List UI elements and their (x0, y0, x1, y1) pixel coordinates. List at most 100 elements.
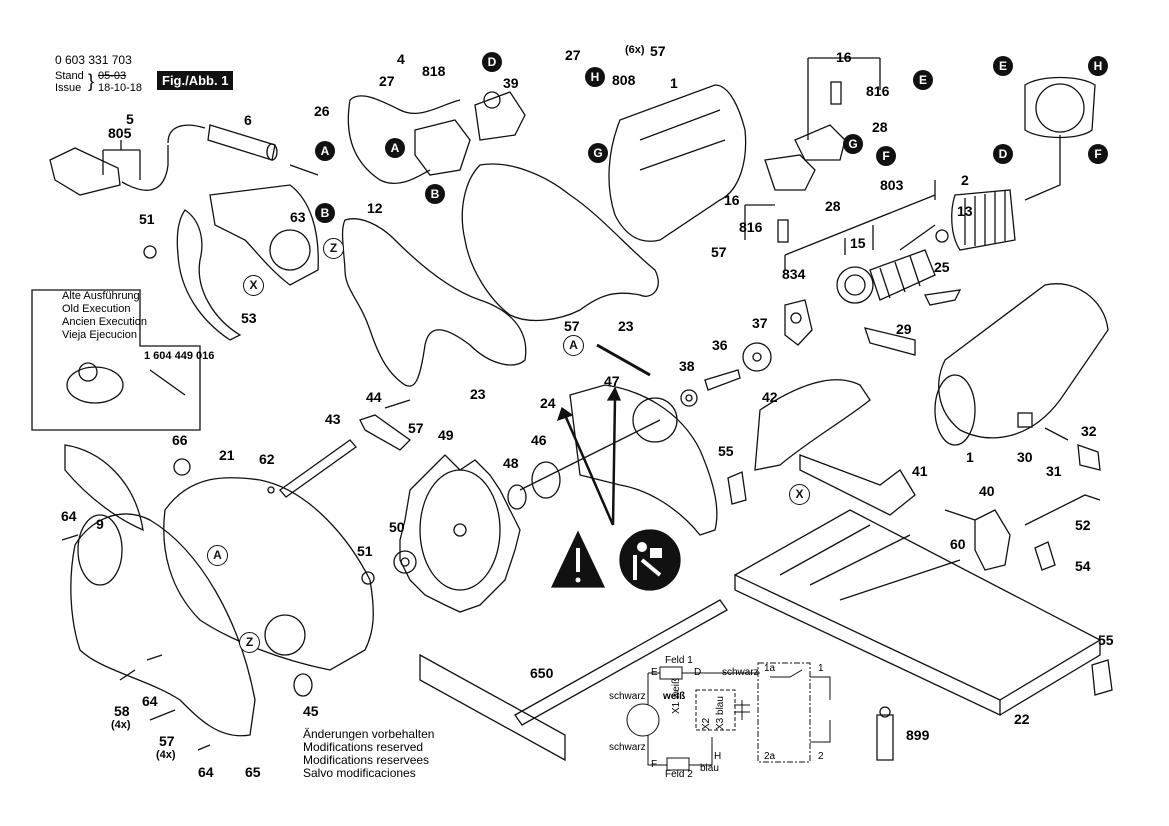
wiring-blau: blau (700, 763, 719, 774)
brush-816a (830, 81, 842, 105)
wiring-schwarz: schwarz (722, 667, 759, 678)
part-label-899: 899 (906, 727, 930, 743)
part-label-62: 62 (259, 451, 275, 467)
part-label-1a: 1 (670, 75, 678, 91)
pin-43 (279, 439, 357, 498)
wiring-weiss: weiß (663, 691, 686, 702)
part-label-5: 5 (126, 111, 134, 127)
bushing-45 (293, 673, 313, 697)
connector-g-bubble: G (843, 134, 863, 154)
knob-55a (727, 471, 747, 505)
depth-clamp-40 (974, 509, 1011, 571)
part-label-6: 6 (244, 112, 252, 128)
connector-a-bubble: A (315, 141, 335, 161)
housing-1-top (608, 84, 747, 242)
reference-x-marker: X (243, 275, 264, 296)
part-number: 0 603 331 703 (55, 53, 132, 67)
part-label-21: 21 (219, 447, 235, 463)
read-manual-icon (619, 529, 681, 591)
part-label-46: 46 (531, 432, 547, 448)
connector-d-bubble: D (482, 52, 502, 72)
part-label-24: 24 (540, 395, 556, 411)
connector-g-bubble: G (588, 143, 608, 163)
part-label-1b: 1 (966, 449, 974, 465)
old-switch-part (66, 366, 124, 404)
shield-65 (70, 513, 256, 737)
part-label-64c: 64 (198, 764, 214, 780)
brace: } (88, 71, 95, 91)
fan-15 (836, 266, 874, 304)
wiring-diagram (626, 662, 831, 771)
part-label-805: 805 (108, 125, 132, 141)
flange-50 (393, 550, 417, 574)
part-label-54: 54 (1075, 558, 1091, 574)
old-execution-text: Alte Ausführung Old Execution Ancien Exe… (62, 290, 147, 341)
part-label-13: 13 (957, 203, 973, 219)
part-label-650: 650 (530, 665, 554, 681)
part-label-834: 834 (782, 266, 806, 282)
wiring-d: D (694, 667, 702, 678)
part-label-41: 41 (912, 463, 928, 479)
wiring-feld1: Feld 1 (665, 655, 693, 666)
part-label-45: 45 (303, 703, 319, 719)
part-label-57b: 57 (711, 244, 727, 260)
guard-63 (209, 184, 319, 286)
ring-46 (531, 461, 561, 499)
part-label-40: 40 (979, 483, 995, 499)
wiring-terminal-1a: 1a (764, 663, 776, 674)
part-label-48: 48 (503, 455, 519, 471)
part-label-57d: 57 (408, 420, 424, 436)
screw-58 (119, 669, 136, 681)
handle-23a (341, 218, 527, 387)
screw-57f (149, 709, 176, 721)
part-label-818: 818 (422, 63, 446, 79)
part-label-25: 25 (934, 259, 950, 275)
guide-fence (419, 653, 566, 762)
shaft-36 (704, 369, 741, 391)
saw-blade-49 (399, 454, 521, 613)
wiring-terminal-2a: 2a (764, 751, 776, 762)
part-label-44: 44 (366, 389, 382, 405)
lever-41 (799, 454, 916, 516)
part-label-55a: 55 (718, 443, 734, 459)
connector-f-bubble: F (876, 146, 896, 166)
connector-h-bubble: H (1088, 56, 1108, 76)
brush-816b (777, 219, 789, 243)
old-date: 05-03 (98, 70, 127, 82)
wiring-terminal-2: 2 (818, 751, 824, 762)
motor-housing-1 (938, 283, 1109, 439)
issue-label: Issue (55, 82, 82, 94)
part-label-12: 12 (367, 200, 383, 216)
washer-62 (267, 486, 275, 494)
part-label-28b: 28 (825, 198, 841, 214)
plug (49, 147, 121, 196)
knob-55b (1091, 659, 1113, 696)
brush-holder-16b (764, 154, 816, 191)
wiring-h: H (714, 751, 722, 762)
spring-47 (596, 343, 651, 377)
part-label-57e: 57 (159, 733, 175, 749)
part-label-63: 63 (290, 209, 306, 225)
qty-6x: (6x) (625, 44, 645, 56)
knob-66 (173, 458, 191, 476)
wiring-x2: X2 (701, 717, 712, 730)
connector-e-bubble: E (993, 56, 1013, 76)
part-label-31: 31 (1046, 463, 1062, 479)
reference-a-marker: A (563, 335, 584, 356)
part-label-32: 32 (1081, 423, 1097, 439)
knob-54 (1034, 541, 1056, 571)
part-label-27b: 27 (565, 47, 581, 63)
screw-51b (361, 571, 375, 585)
riving-plate-42 (754, 379, 871, 471)
part-label-2: 2 (961, 172, 969, 188)
guard-lever-53 (176, 209, 242, 341)
bearing-13 (935, 229, 949, 243)
cord-sleeve (207, 124, 276, 161)
cable-26-27 (347, 95, 461, 185)
part-label-57c: 57 (564, 318, 580, 334)
grease-tube-899 (876, 714, 894, 761)
qty-58: (4x) (111, 719, 131, 731)
part-label-28a: 28 (872, 119, 888, 135)
reference-a-marker: A (207, 545, 228, 566)
